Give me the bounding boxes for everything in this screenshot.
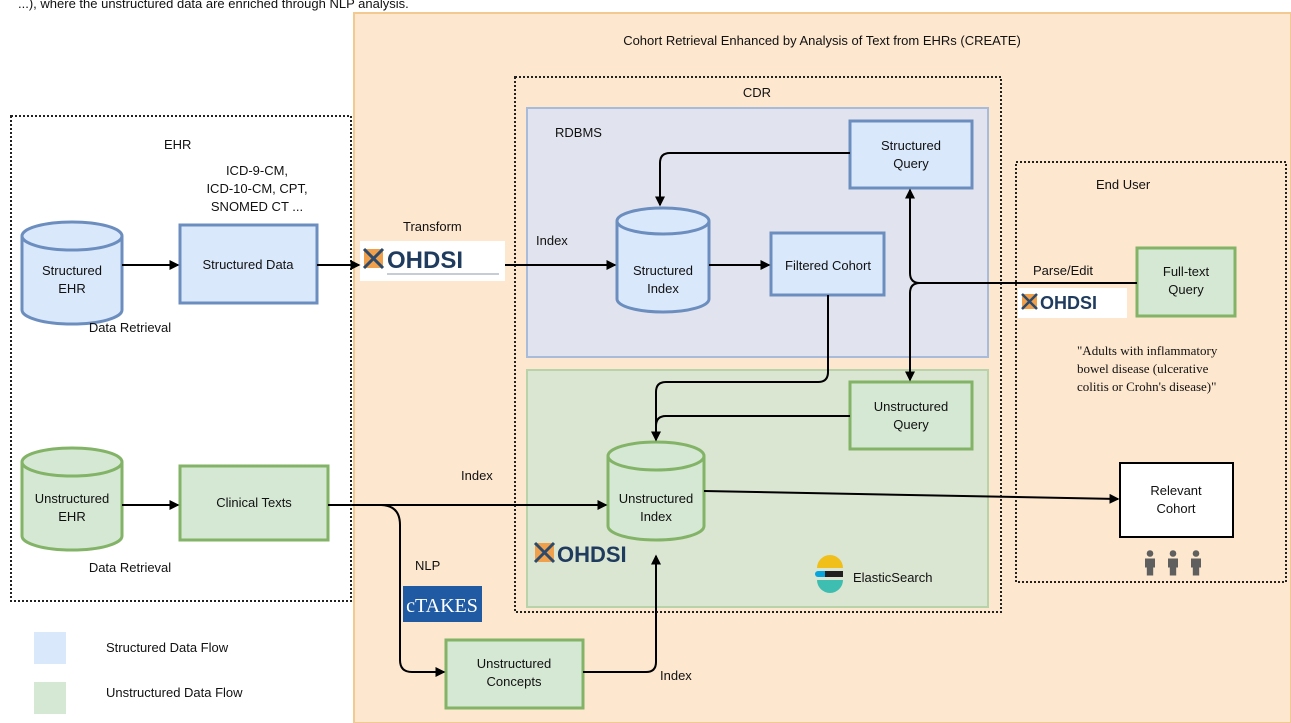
cdr-title: CDR: [743, 85, 771, 100]
nlp-label: NLP: [415, 558, 440, 573]
ohdsi-text-enduser: OHDSI: [1040, 293, 1097, 313]
structured-ehr-cylinder: Structured EHR: [20, 220, 124, 326]
data-retrieval-bottom: Data Retrieval: [89, 560, 171, 575]
arrow-filtered-to-unstructured-index: [651, 295, 829, 442]
relevant-cohort-line-1: Relevant: [1150, 483, 1202, 498]
unstructured-query-line-2: Query: [893, 417, 929, 432]
arrow-structured-query-to-index: [655, 152, 850, 207]
ohdsi-logo-enduser: OHDSI: [1018, 288, 1127, 318]
structured-data-label: Structured Data: [202, 257, 294, 272]
index-label-bottom: Index: [660, 668, 692, 683]
unstructured-concepts-box: [444, 638, 585, 710]
arrow-concepts-to-index: [583, 554, 661, 673]
structured-query-line-1: Structured: [881, 138, 941, 153]
elasticsearch-label: ElasticSearch: [853, 570, 932, 585]
unstructured-query-line-1: Unstructured: [874, 399, 948, 414]
unstructured-ehr-cylinder: Unstructured EHR: [20, 446, 124, 552]
structured-index-line-1: Structured: [633, 263, 693, 278]
structured-index-cylinder: Structured Index: [615, 206, 711, 314]
relevant-cohort-box: [1119, 462, 1234, 538]
structured-query-box: [848, 119, 974, 190]
arrow-unstructured-query-to-index: [655, 415, 850, 440]
unstructured-concepts-line-1: Unstructured: [477, 656, 551, 671]
parse-edit-label: Parse/Edit: [1033, 263, 1093, 278]
example-query-line-1: "Adults with inflammatory: [1077, 343, 1218, 358]
unstructured-ehr-line-1: Unstructured: [35, 491, 109, 506]
rdbms-title: RDBMS: [555, 125, 602, 140]
ohdsi-logo-elastic: OHDSI: [533, 541, 627, 567]
arrow-texts-to-concepts: [379, 504, 446, 677]
structured-ehr-line-2: EHR: [58, 281, 85, 296]
legend-unstructured-label: Unstructured Data Flow: [106, 685, 243, 700]
ohdsi-text-elastic: OHDSI: [557, 542, 627, 567]
connectors: [122, 152, 1137, 677]
codes-line-3: SNOMED CT ...: [211, 199, 303, 214]
ctakes-text: cTAKES: [406, 595, 478, 617]
caption-fragment: ...), where the unstructured data are en…: [18, 0, 409, 11]
end-user-title: End User: [1096, 177, 1151, 192]
unstructured-concepts-line-2: Concepts: [487, 674, 542, 689]
create-title: Cohort Retrieval Enhanced by Analysis of…: [623, 33, 1021, 48]
filtered-cohort-box: [769, 231, 886, 297]
index-label-top: Index: [536, 233, 568, 248]
structured-ehr-line-1: Structured: [42, 263, 102, 278]
codes-line-1: ICD-9-CM,: [226, 163, 288, 178]
full-text-query-box: [1135, 246, 1237, 318]
unstructured-query-box: [848, 380, 974, 451]
elasticsearch-logo: [815, 555, 843, 593]
legend-unstructured-swatch: [34, 682, 66, 714]
full-text-query-line-2: Query: [1168, 282, 1204, 297]
legend-structured-swatch: [34, 632, 66, 664]
ohdsi-text-transform: OHDSI: [387, 247, 463, 274]
unstructured-index-line-1: Unstructured: [619, 491, 693, 506]
data-retrieval-top: Data Retrieval: [89, 320, 171, 335]
filtered-cohort-label: Filtered Cohort: [785, 258, 871, 273]
arrow-fulltext-to-unstructured-query: [905, 282, 921, 382]
arrow-index-to-relevant-cohort: [703, 490, 1120, 504]
cdr-region: [514, 76, 1002, 613]
full-text-query-line-1: Full-text: [1163, 264, 1210, 279]
ehr-title: EHR: [164, 137, 191, 152]
transform-label: Transform: [403, 219, 462, 234]
relevant-cohort-line-2: Cohort: [1156, 501, 1195, 516]
example-query-line-3: colitis or Crohn's disease)": [1077, 379, 1216, 394]
legend-structured-label: Structured Data Flow: [106, 640, 229, 655]
structured-data-box: [178, 223, 319, 305]
end-user-region: [1015, 161, 1287, 583]
ctakes-logo: cTAKES: [403, 586, 482, 622]
unstructured-index-line-2: Index: [640, 509, 672, 524]
ohdsi-logo-transform: OHDSI: [360, 241, 505, 281]
clinical-texts-label: Clinical Texts: [216, 495, 292, 510]
structured-index-line-2: Index: [647, 281, 679, 296]
example-query-line-2: bowel disease (ulcerative: [1077, 361, 1209, 376]
unstructured-ehr-line-2: EHR: [58, 509, 85, 524]
codes-line-2: ICD-10-CM, CPT,: [206, 181, 307, 196]
structured-query-line-2: Query: [893, 156, 929, 171]
clinical-texts-box: [178, 464, 330, 542]
unstructured-index-cylinder: Unstructured Index: [606, 440, 706, 542]
index-label-mid: Index: [461, 468, 493, 483]
ehr-region: [10, 115, 352, 602]
